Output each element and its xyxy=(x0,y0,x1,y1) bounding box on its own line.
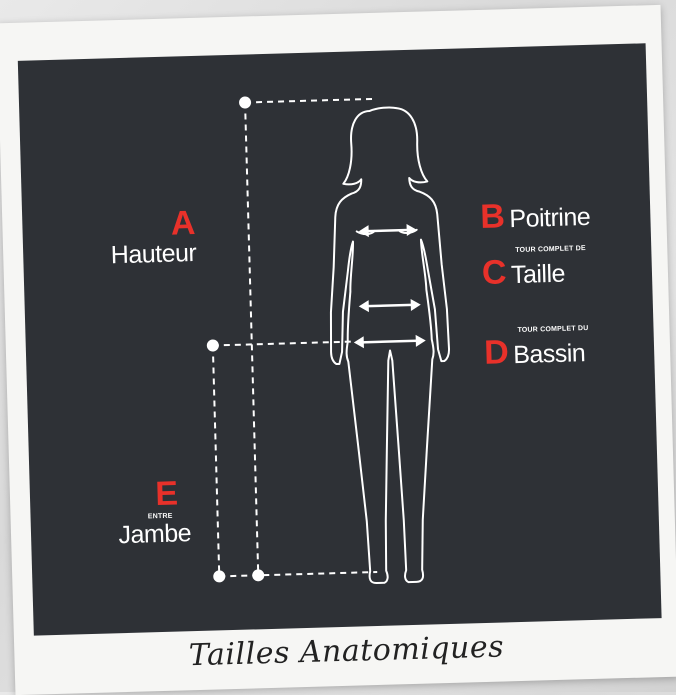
word-jambe: Jambe xyxy=(81,520,192,549)
word-taille: Taille xyxy=(511,260,566,289)
label-hip: TOUR COMPLET DU D Bassin xyxy=(483,325,585,370)
label-waist: TOUR COMPLET DE C Taille xyxy=(481,246,566,290)
letter-a: A xyxy=(80,206,196,243)
letter-d: D xyxy=(484,333,510,372)
floor-right-dot xyxy=(252,569,264,581)
small-tour-complet-de: TOUR COMPLET DE xyxy=(515,246,565,255)
inseam-top-line xyxy=(213,342,356,346)
size-chart-diagram: A Hauteur B Poitrine TOUR COMPLET DE C T… xyxy=(18,43,662,635)
label-inseam: E ENTRE Jambe xyxy=(80,476,192,549)
floor-left-dot xyxy=(213,570,225,582)
polaroid-frame: A Hauteur B Poitrine TOUR COMPLET DE C T… xyxy=(0,5,676,695)
label-height: A Hauteur xyxy=(80,206,197,269)
letter-c: C xyxy=(481,253,507,292)
word-hauteur: Hauteur xyxy=(81,240,197,269)
body-outline xyxy=(324,106,455,584)
word-bassin: Bassin xyxy=(513,339,586,369)
chest-arrow xyxy=(359,224,417,238)
inseam-top-dot xyxy=(207,339,219,351)
height-top-line xyxy=(245,99,373,103)
letter-e: E xyxy=(80,477,179,514)
inseam-vertical-line xyxy=(213,345,219,576)
letter-b: B xyxy=(480,197,506,236)
label-chest: B Poitrine xyxy=(480,197,591,234)
hip-arrow xyxy=(354,335,426,349)
waist-arrow xyxy=(359,299,421,313)
small-tour-complet-du: TOUR COMPLET DU xyxy=(517,326,567,335)
word-poitrine: Poitrine xyxy=(509,203,591,233)
height-top-dot xyxy=(239,96,251,108)
height-vertical-line xyxy=(245,102,258,575)
floor-line xyxy=(219,572,377,576)
